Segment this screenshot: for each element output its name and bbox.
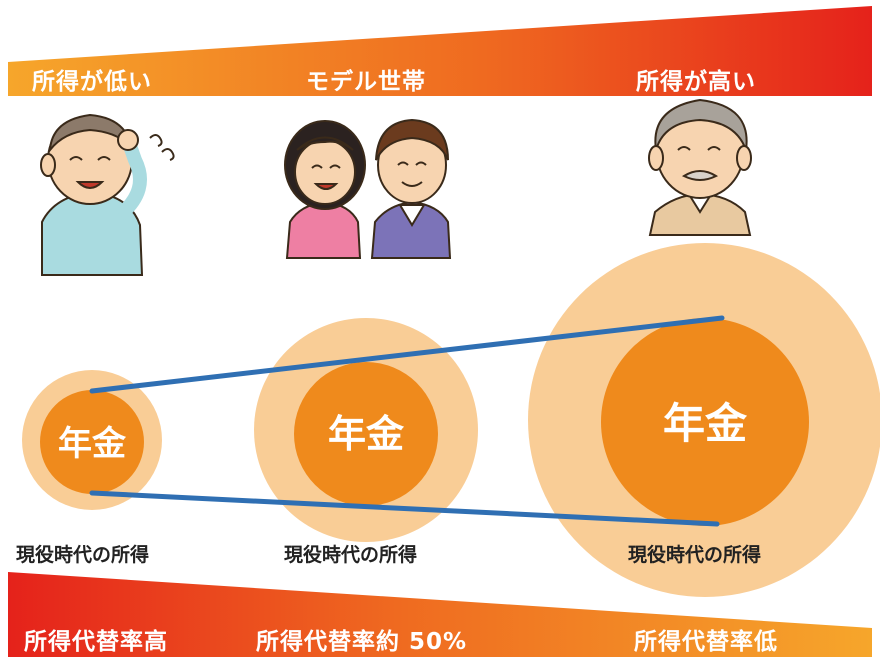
top-label-low-income: 所得が低い: [32, 69, 152, 95]
high-income-elderly-man-icon: [648, 98, 752, 236]
pension-label-left: 年金: [58, 424, 127, 464]
bottom-label-approx-50: 所得代替率約 50%: [256, 629, 468, 655]
top-income-band: [8, 6, 872, 96]
inner-circle-right: [601, 318, 809, 526]
bottom-label-high-replacement: 所得代替率高: [24, 629, 168, 655]
caption-working-income-left: 現役時代の所得: [16, 544, 150, 566]
top-label-model-household: モデル世帯: [306, 69, 426, 95]
model-household-couple-icon: [284, 118, 452, 259]
inner-circle-center: [294, 362, 438, 506]
pension-label-center: 年金: [328, 412, 405, 456]
connector-line-bottom: [89, 490, 720, 527]
caption-working-income-center: 現役時代の所得: [284, 544, 418, 566]
low-income-elderly-man-icon: [40, 113, 175, 276]
bottom-replacement-band: [8, 572, 872, 657]
top-label-high-income: 所得が高い: [636, 69, 756, 95]
inner-circle-left: [40, 390, 144, 494]
bottom-label-low-replacement: 所得代替率低: [634, 629, 778, 655]
connector-line-top: [89, 315, 725, 394]
pension-label-right: 年金: [663, 399, 748, 448]
caption-working-income-right: 現役時代の所得: [628, 544, 762, 566]
